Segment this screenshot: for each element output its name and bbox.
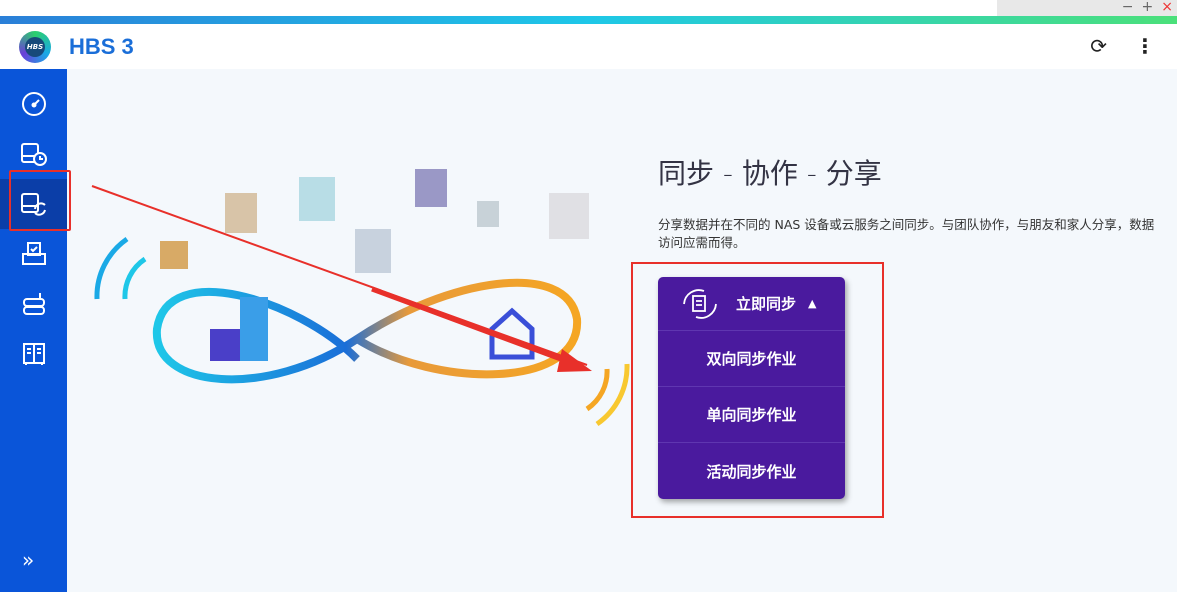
- backup-clock-icon: [20, 143, 47, 166]
- menu-item-one-way-sync[interactable]: 单向同步作业: [658, 387, 845, 443]
- sidebar-item-services[interactable]: [0, 329, 67, 379]
- hbs-logo: HBS: [19, 30, 51, 63]
- sidebar-item-backup[interactable]: [0, 129, 67, 179]
- page-title: 同步 - 协作 - 分享: [658, 157, 882, 190]
- sync-illustration: [91, 169, 630, 427]
- sync-document-icon: [683, 288, 717, 319]
- page-description: 分享数据并在不同的 NAS 设备或云服务之间同步。与团队协作，与朋友和家人分享，…: [658, 217, 1155, 250]
- refresh-icon[interactable]: ⟳: [1090, 34, 1107, 58]
- logo-text: HBS: [25, 36, 45, 57]
- sidebar-item-jobs[interactable]: [0, 229, 67, 279]
- storage-stack-icon: [22, 293, 45, 315]
- sync-now-menu: 立即同步 ▲ 双向同步作业 单向同步作业 活动同步作业: [658, 277, 845, 499]
- sidebar-item-storage[interactable]: [0, 279, 67, 329]
- menu-item-two-way-sync[interactable]: 双向同步作业: [658, 331, 845, 387]
- window-controls: −+ ×: [997, 0, 1177, 16]
- menu-item-active-sync[interactable]: 活动同步作业: [706, 462, 797, 481]
- app-header: HBS HBS 3 ⟳ ⋮: [0, 24, 1177, 69]
- highlight-box-menu: [631, 262, 884, 518]
- cabinet-icon: [22, 343, 45, 365]
- browser-strip: [0, 0, 1177, 16]
- gradient-bar: [0, 16, 1177, 24]
- minimize-button[interactable]: −: [1121, 0, 1134, 15]
- double-chevron-right-icon[interactable]: »: [22, 548, 35, 572]
- sync-now-label: 立即同步: [736, 295, 797, 313]
- caret-up-icon: ▲: [808, 297, 817, 310]
- more-vertical-icon[interactable]: ⋮: [1135, 34, 1155, 58]
- highlight-box-sidebar: [9, 170, 71, 231]
- job-tray-icon: [21, 242, 46, 265]
- dashboard-gauge-icon: [21, 92, 46, 116]
- sync-icon: [20, 193, 46, 216]
- sync-now-button[interactable]: 立即同步 ▲: [658, 277, 845, 331]
- sidebar-item-overview[interactable]: [0, 79, 67, 129]
- sidebar-item-sync[interactable]: [0, 179, 67, 229]
- app-title: HBS 3: [69, 33, 134, 59]
- close-button[interactable]: ×: [1161, 0, 1173, 15]
- sidebar: »: [0, 69, 67, 592]
- maximize-button[interactable]: +: [1141, 0, 1154, 15]
